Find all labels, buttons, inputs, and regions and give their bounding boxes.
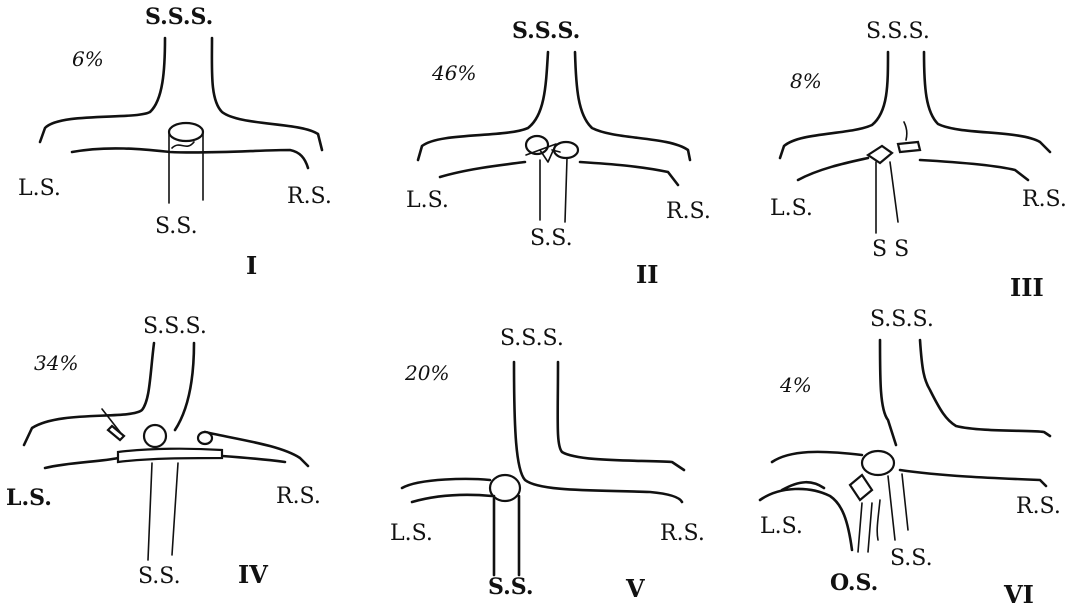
panel-2-bottom-label: S.S. <box>530 226 573 251</box>
panel-2-straight-sinus <box>525 143 568 223</box>
panel-4-numeral: IV <box>238 560 268 589</box>
panel-2: S.S.S. 46% L.S. R.S. S.S. II <box>406 18 711 289</box>
panel-3-bottom-label: S S <box>872 237 909 262</box>
panel-1-straight-sinus <box>168 132 204 204</box>
panel-4: S.S.S. 34% L.S. R.S. S.S. IV <box>6 314 321 589</box>
panel-4-bottom-label: S.S. <box>138 564 181 589</box>
panel-6-numeral: VI <box>1003 580 1034 609</box>
panel-4-left-label: L.S. <box>6 485 52 511</box>
panel-2-vessel-blob-right <box>552 140 580 160</box>
panel-1: S.S.S. 6% L.S. R.S. S.S. I <box>18 4 332 280</box>
panel-6-left-label: L.S. <box>760 514 803 539</box>
panel-5-percent: 20% <box>404 361 449 385</box>
panel-6-vessel-cuff <box>848 473 874 502</box>
panel-6-top-label: S.S.S. <box>870 307 934 332</box>
panel-3-numeral: III <box>1010 273 1044 302</box>
panel-5-right-label: R.S. <box>660 521 705 546</box>
panel-2-percent: 46% <box>431 61 476 85</box>
panel-4-needle <box>101 408 121 433</box>
panel-3-vessel-cuff-left <box>865 144 894 165</box>
panel-1-left-label: L.S. <box>18 176 61 201</box>
panel-5-vessel-blob <box>488 473 522 503</box>
panel-5: S.S.S. 20% L.S. R.S. S.S. V <box>390 326 705 603</box>
panel-3-top-label: S.S.S. <box>866 19 930 44</box>
panel-1-right-label: R.S. <box>287 184 332 209</box>
panel-6-occipital-label: O.S. <box>830 570 878 596</box>
panel-6-occipital-sinus <box>857 499 881 553</box>
panel-6-percent: 4% <box>779 373 812 397</box>
panel-3-right-label: R.S. <box>1022 187 1067 212</box>
panel-4-right-label: R.S. <box>276 484 321 509</box>
panel-3: S.S.S. 8% L.S. R.S. S S III <box>770 19 1067 302</box>
panel-2-left-label: L.S. <box>406 188 449 213</box>
panel-5-left-label: L.S. <box>390 521 433 546</box>
panel-3-straight-sinus <box>875 121 908 234</box>
panel-4-percent: 34% <box>34 351 78 375</box>
panel-6-straight-sinus <box>887 473 909 541</box>
panel-5-top-label: S.S.S. <box>500 326 564 351</box>
panel-3-percent: 8% <box>790 69 822 93</box>
panel-1-cut-vessel <box>167 121 205 143</box>
panel-4-straight-sinus <box>147 462 179 561</box>
panel-1-numeral: I <box>246 251 257 280</box>
panel-1-top-label: S.S.S. <box>145 4 213 30</box>
panel-1-bottom-label: S.S. <box>155 214 198 239</box>
panel-2-numeral: II <box>636 260 658 289</box>
panel-3-vessel-cuff-right <box>896 140 922 154</box>
panel-6-bottom-label: S.S. <box>890 546 933 571</box>
panel-3-vessel-outline <box>778 50 1052 182</box>
panel-5-straight-sinus <box>492 494 521 577</box>
panel-6-right-label: R.S. <box>1016 494 1061 519</box>
panel-2-top-label: S.S.S. <box>512 18 580 44</box>
panel-4-vessel-blob-left <box>142 423 168 449</box>
panel-4-vessel-blob-right <box>196 430 214 446</box>
panel-4-vessel-outline <box>22 341 310 470</box>
panel-5-numeral: V <box>625 574 645 603</box>
panel-6: S.S.S. 4% L.S. R.S. S.S. O.S. VI <box>758 307 1061 609</box>
panel-4-transverse-band <box>116 447 224 464</box>
panel-4-top-label: S.S.S. <box>143 314 207 339</box>
panel-1-vessel-outline <box>38 36 324 170</box>
panel-5-vessel-outline <box>400 360 686 504</box>
panel-2-right-label: R.S. <box>666 199 711 224</box>
panel-3-left-label: L.S. <box>770 196 813 221</box>
panel-6-vessel-outline <box>758 338 1052 552</box>
panel-4-needle-tip <box>106 424 126 442</box>
panel-1-percent: 6% <box>72 47 104 71</box>
panel-6-vessel-blob <box>860 449 896 477</box>
panel-2-vessel-outline <box>416 50 692 187</box>
panel-5-bottom-label: S.S. <box>488 574 534 600</box>
